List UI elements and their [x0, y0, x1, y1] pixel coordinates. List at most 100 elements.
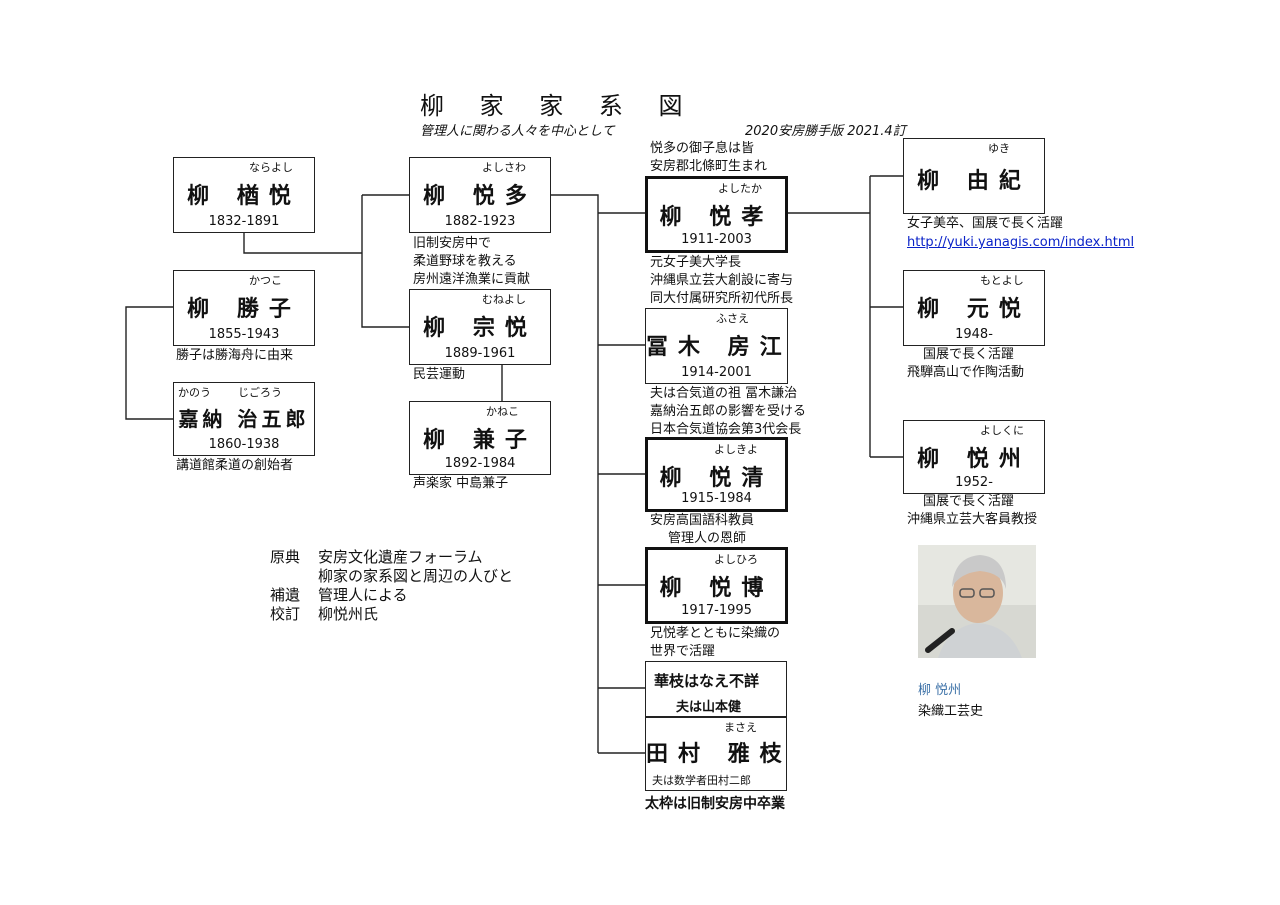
note-line: 夫は合気道の祖 冨木謙治	[650, 386, 798, 401]
hanae-spouse: 夫は山本健	[676, 700, 742, 715]
kana: よしくに	[980, 424, 1024, 437]
note-line: 房州遠洋漁業に貢献	[413, 272, 531, 287]
person-name: 柳 由紀	[917, 168, 1031, 194]
kana: かのう	[178, 386, 211, 399]
note-kaneko: 声楽家 中島兼子	[413, 476, 509, 491]
person-hanae: 華枝はなえ不詳 夫は山本健	[645, 661, 787, 717]
source-label: 原典	[270, 548, 301, 566]
source-row: 原典安房文化遺産フォーラム	[270, 548, 513, 567]
note-line: 安房高国語科教員	[650, 513, 755, 528]
kana: かつこ	[249, 274, 282, 287]
note-line: 嘉納治五郎の影響を受ける	[650, 404, 807, 419]
person-yuki: ゆき 柳 由紀	[903, 138, 1045, 214]
note-line: 悦多の御子息は皆	[650, 141, 755, 156]
note-line: 日本合気道協会第3代会長	[650, 422, 802, 437]
thick-frame-legend: 太枠は旧制安房中卒業	[645, 796, 785, 812]
person-years: 1952-	[955, 475, 993, 490]
person-years: 1882-1923	[444, 214, 516, 229]
kana: ならよし	[249, 161, 293, 174]
person-name: 冨木 房江	[646, 334, 792, 360]
note-line: 国展で長く活躍	[923, 494, 1015, 509]
person-years: 1917-1995	[681, 603, 752, 618]
person-years: 1832-1891	[208, 214, 280, 229]
kana: よしひろ	[714, 553, 758, 566]
person-years: 1911-2003	[681, 232, 752, 247]
person-name: 田村 雅枝	[646, 741, 792, 767]
source-row: 校訂柳悦州氏	[270, 605, 513, 624]
person-yoshikuni: よしくに 柳 悦州 1952-	[903, 420, 1045, 494]
person-years: 1948-	[955, 327, 993, 342]
note-line: 柔道野球を教える	[413, 254, 517, 269]
page-subtitle: 管理人に関わる人々を中心として	[420, 124, 615, 139]
note-kano: 講道館柔道の創始者	[176, 458, 294, 473]
note-yoshikiyo: 安房高国語科教員 管理人の恩師	[650, 512, 754, 548]
note-yoshihiro: 兄悦孝とともに染織の 世界で活躍	[650, 625, 780, 661]
person-motoyoshi: もとよし 柳 元悦 1948-	[903, 270, 1045, 346]
person-name: 柳 悦孝	[659, 204, 774, 230]
person-name: 柳 悦州	[917, 446, 1031, 472]
note-motoyoshi: 国展で長く活躍 飛騨高山で作陶活動	[907, 346, 1024, 382]
note-line: 沖縄県立芸大創設に寄与	[650, 273, 794, 288]
person-muneyoshi: むねよし 柳 宗悦 1889-1961	[409, 289, 551, 365]
person-name: 柳 悦博	[659, 575, 774, 601]
person-narayoshi: ならよし 柳 楢悦 1832-1891	[173, 157, 315, 233]
kana: まさえ	[724, 721, 757, 734]
note-line: 沖縄県立芸大客員教授	[907, 512, 1038, 527]
yuki-website-link[interactable]: http://yuki.yanagis.com/index.html	[907, 235, 1135, 250]
photo-caption-role: 染織工芸史	[918, 704, 984, 719]
note-line: 安房郡北條町生まれ	[650, 159, 768, 174]
person-name: 嘉納 治五郎	[178, 407, 310, 431]
person-years: 1892-1984	[444, 456, 516, 471]
source-text: 管理人による	[318, 586, 408, 604]
source-row: 補遺管理人による	[270, 586, 513, 605]
person-name: 柳 兼子	[423, 427, 537, 453]
source-text: 柳悦州氏	[318, 605, 379, 623]
source-label: 校訂	[270, 605, 301, 623]
note-line: 兄悦孝とともに染織の	[650, 626, 781, 641]
note-line: 世界で活躍	[650, 644, 716, 659]
edition-label: 2020安房勝手版 2021.4訂	[745, 124, 906, 139]
note-katsuko: 勝子は勝海舟に由来	[176, 348, 294, 363]
note-yoshikuni: 国展で長く活躍 沖縄県立芸大客員教授	[907, 493, 1037, 529]
person-yoshihiro: よしひろ 柳 悦博 1917-1995	[645, 547, 788, 624]
page-title: 柳 家 家 系 図	[420, 92, 697, 120]
person-years: 1855-1943	[208, 327, 280, 342]
kana: じごろう	[238, 386, 282, 399]
person-fusae: ふさえ 冨木 房江 1914-2001	[645, 308, 788, 384]
note-muneyoshi: 民芸運動	[413, 367, 466, 382]
note-line: 旧制安房中で	[413, 236, 492, 251]
person-years: 1915-1984	[681, 491, 752, 506]
person-name: 柳 悦清	[659, 465, 774, 491]
person-name: 柳 悦多	[423, 183, 537, 209]
person-name: 柳 勝子	[187, 296, 301, 322]
portrait-photo	[918, 545, 1036, 658]
note-yoshitaka: 元女子美大学長 沖縄県立芸大創設に寄与 同大付属研究所初代所長	[650, 254, 793, 308]
source-text: 柳家の家系図と周辺の人びと	[318, 567, 514, 585]
hanae-name: 華枝はなえ不詳	[654, 672, 760, 690]
source-label: 補遺	[270, 586, 301, 604]
note-line: 元女子美大学長	[650, 255, 742, 270]
person-kano: かのう じごろう 嘉納 治五郎 1860-1938	[173, 382, 315, 456]
person-years: 1860-1938	[208, 437, 280, 452]
note-line: 飛騨高山で作陶活動	[907, 365, 1025, 380]
kana: よしきよ	[714, 443, 758, 456]
kana: よしさわ	[482, 161, 526, 174]
masae-spouse-note: 夫は数学者田村二郎	[652, 774, 751, 787]
source-text: 安房文化遺産フォーラム	[318, 548, 483, 566]
person-kaneko: かねこ 柳 兼子 1892-1984	[409, 401, 551, 475]
person-name: 柳 宗悦	[423, 315, 537, 341]
person-katsuko: かつこ 柳 勝子 1855-1943	[173, 270, 315, 346]
note-above-yoshitaka: 悦多の御子息は皆 安房郡北條町生まれ	[650, 140, 767, 176]
person-yoshitaka: よしたか 柳 悦孝 1911-2003	[645, 176, 788, 253]
note-yoshisawa: 旧制安房中で 柔道野球を教える 房州遠洋漁業に貢献	[413, 235, 530, 289]
photo-caption-name: 柳 悦州	[918, 683, 962, 698]
note-line: 管理人の恩師	[668, 531, 747, 546]
note-line: 同大付属研究所初代所長	[650, 291, 794, 306]
note-fusae: 夫は合気道の祖 冨木謙治 嘉納治五郎の影響を受ける 日本合気道協会第3代会長	[650, 385, 806, 439]
person-masae: まさえ 田村 雅枝 夫は数学者田村二郎	[645, 717, 787, 791]
kana: よしたか	[718, 182, 762, 195]
note-yuki: 女子美卒、国展で長く活躍	[907, 216, 1064, 231]
person-years: 1889-1961	[444, 346, 516, 361]
person-yoshikiyo: よしきよ 柳 悦清 1915-1984	[645, 437, 788, 512]
